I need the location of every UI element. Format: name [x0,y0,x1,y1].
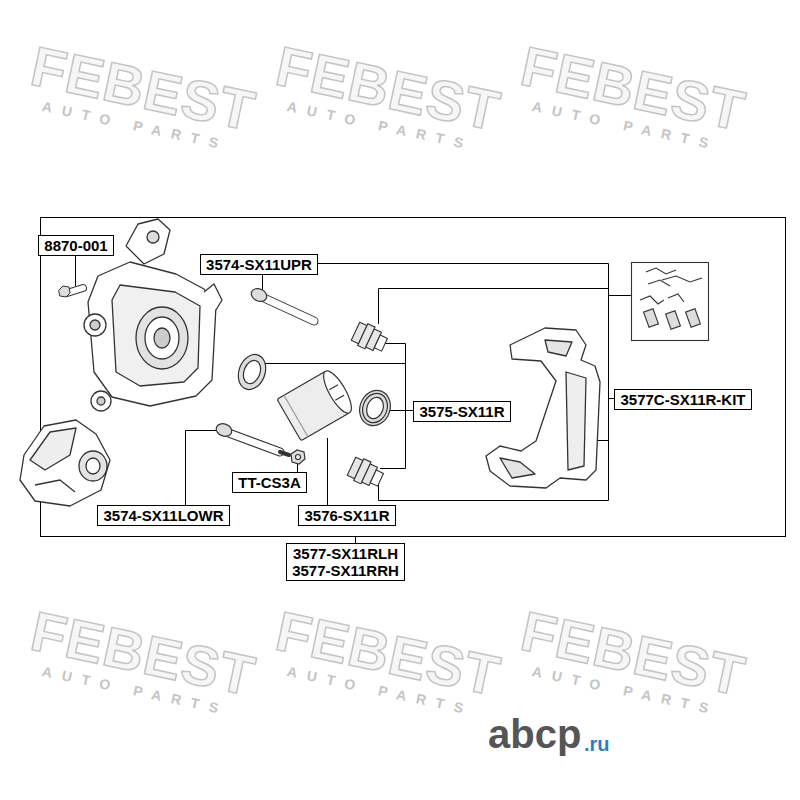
guide-boot [350,320,389,355]
parking-motor [35,480,75,492]
part-number-box: 3574-SX11LOWR [97,505,230,526]
bleeder-bolt [59,286,83,297]
nut [291,450,305,464]
caliper-bracket [566,372,586,470]
piston [335,395,344,400]
part-number-box: 8870-001 [38,235,114,256]
part-number: 8870-001 [44,237,107,254]
site-logo: .ru [584,733,610,755]
leader-line [405,344,406,469]
bleeder-bolt [59,286,70,297]
caliper-body [97,397,105,405]
clip-kit [632,263,709,341]
leader-line [327,438,328,512]
frame [41,218,786,537]
piston-seal [234,351,271,394]
site-logo: abcp [488,712,581,756]
leader-line [379,289,609,325]
clip-kit [640,296,664,304]
piston [277,367,356,441]
guide-boot [374,335,387,351]
guide-pin [280,452,289,455]
frame [41,218,786,537]
piston-seal [240,358,263,386]
caliper-bracket [545,340,572,356]
piston-boot [355,386,396,430]
piston [284,395,308,437]
clip-kit [648,280,670,286]
caliper-body [90,320,100,330]
guide-pin [226,432,280,452]
guide-boot [346,455,385,490]
part-number: 3574-SX11LOWR [103,507,223,524]
caliper-body [88,262,216,406]
part-number: 3574-SX11UPR [206,256,312,273]
guide-pin [214,422,233,439]
part-number-box: 3577C-SX11R-KIT [614,389,752,410]
part-number-box: 3576-SX11R [298,505,396,526]
clip-kit [646,268,676,274]
leader-line [609,295,632,296]
part-number-box: 3575-SX11R [413,401,511,422]
leader-line [186,431,225,513]
piston-boot [364,395,387,421]
parking-motor [20,420,110,506]
clip-kit [662,276,702,282]
part-number-box: 3577-SX11RLH3577-SX11RRH [286,543,405,581]
leader-line [379,484,609,501]
guide-boot [346,320,389,490]
caliper-body [136,307,188,369]
clip-kit [644,309,659,327]
nut [296,455,301,460]
part-number: 3576-SX11R [304,507,389,524]
part-number-box: TT-CS3A [232,472,307,493]
leader-line [384,343,406,344]
part-number: TT-CS3A [238,474,301,491]
leader-line [262,363,406,364]
piston [329,385,338,390]
clip-kit [632,263,709,341]
caliper-bracket [500,458,535,478]
part-number: 3577-SX11RLH [293,545,398,562]
clip-kit [666,311,681,329]
caliper-body [154,328,170,348]
caliper-body [84,314,106,336]
guide-pin [226,432,280,452]
piston-boot [359,390,392,426]
leader-line [76,245,641,552]
caliper-body [126,219,170,264]
guide-pin [264,298,314,321]
part-number: 3577C-SX11R-KIT [620,391,745,408]
caliper-body [147,231,159,243]
piston-boot [355,386,396,430]
piston-seal [234,351,271,394]
clip-kit [686,309,701,327]
clip-kit [668,294,684,302]
parking-motor [20,420,110,506]
leader-line [300,264,609,501]
parking-motor [30,428,76,470]
caliper-body [204,284,222,310]
parking-motor [79,451,107,481]
part-number: 3577-SX11RRH [292,562,399,579]
piston [319,367,357,417]
caliper-body [145,317,179,359]
guide-boot [370,470,383,486]
guide-pin [249,286,269,304]
caliper-body [91,391,111,411]
nut [291,450,305,464]
caliper-body [112,285,200,386]
parking-motor [86,458,100,474]
part-number-box: 3574-SX11UPR [200,254,318,275]
part-number: 3575-SX11R [419,403,504,420]
leader-line [380,468,406,469]
guide-pin [264,298,314,321]
